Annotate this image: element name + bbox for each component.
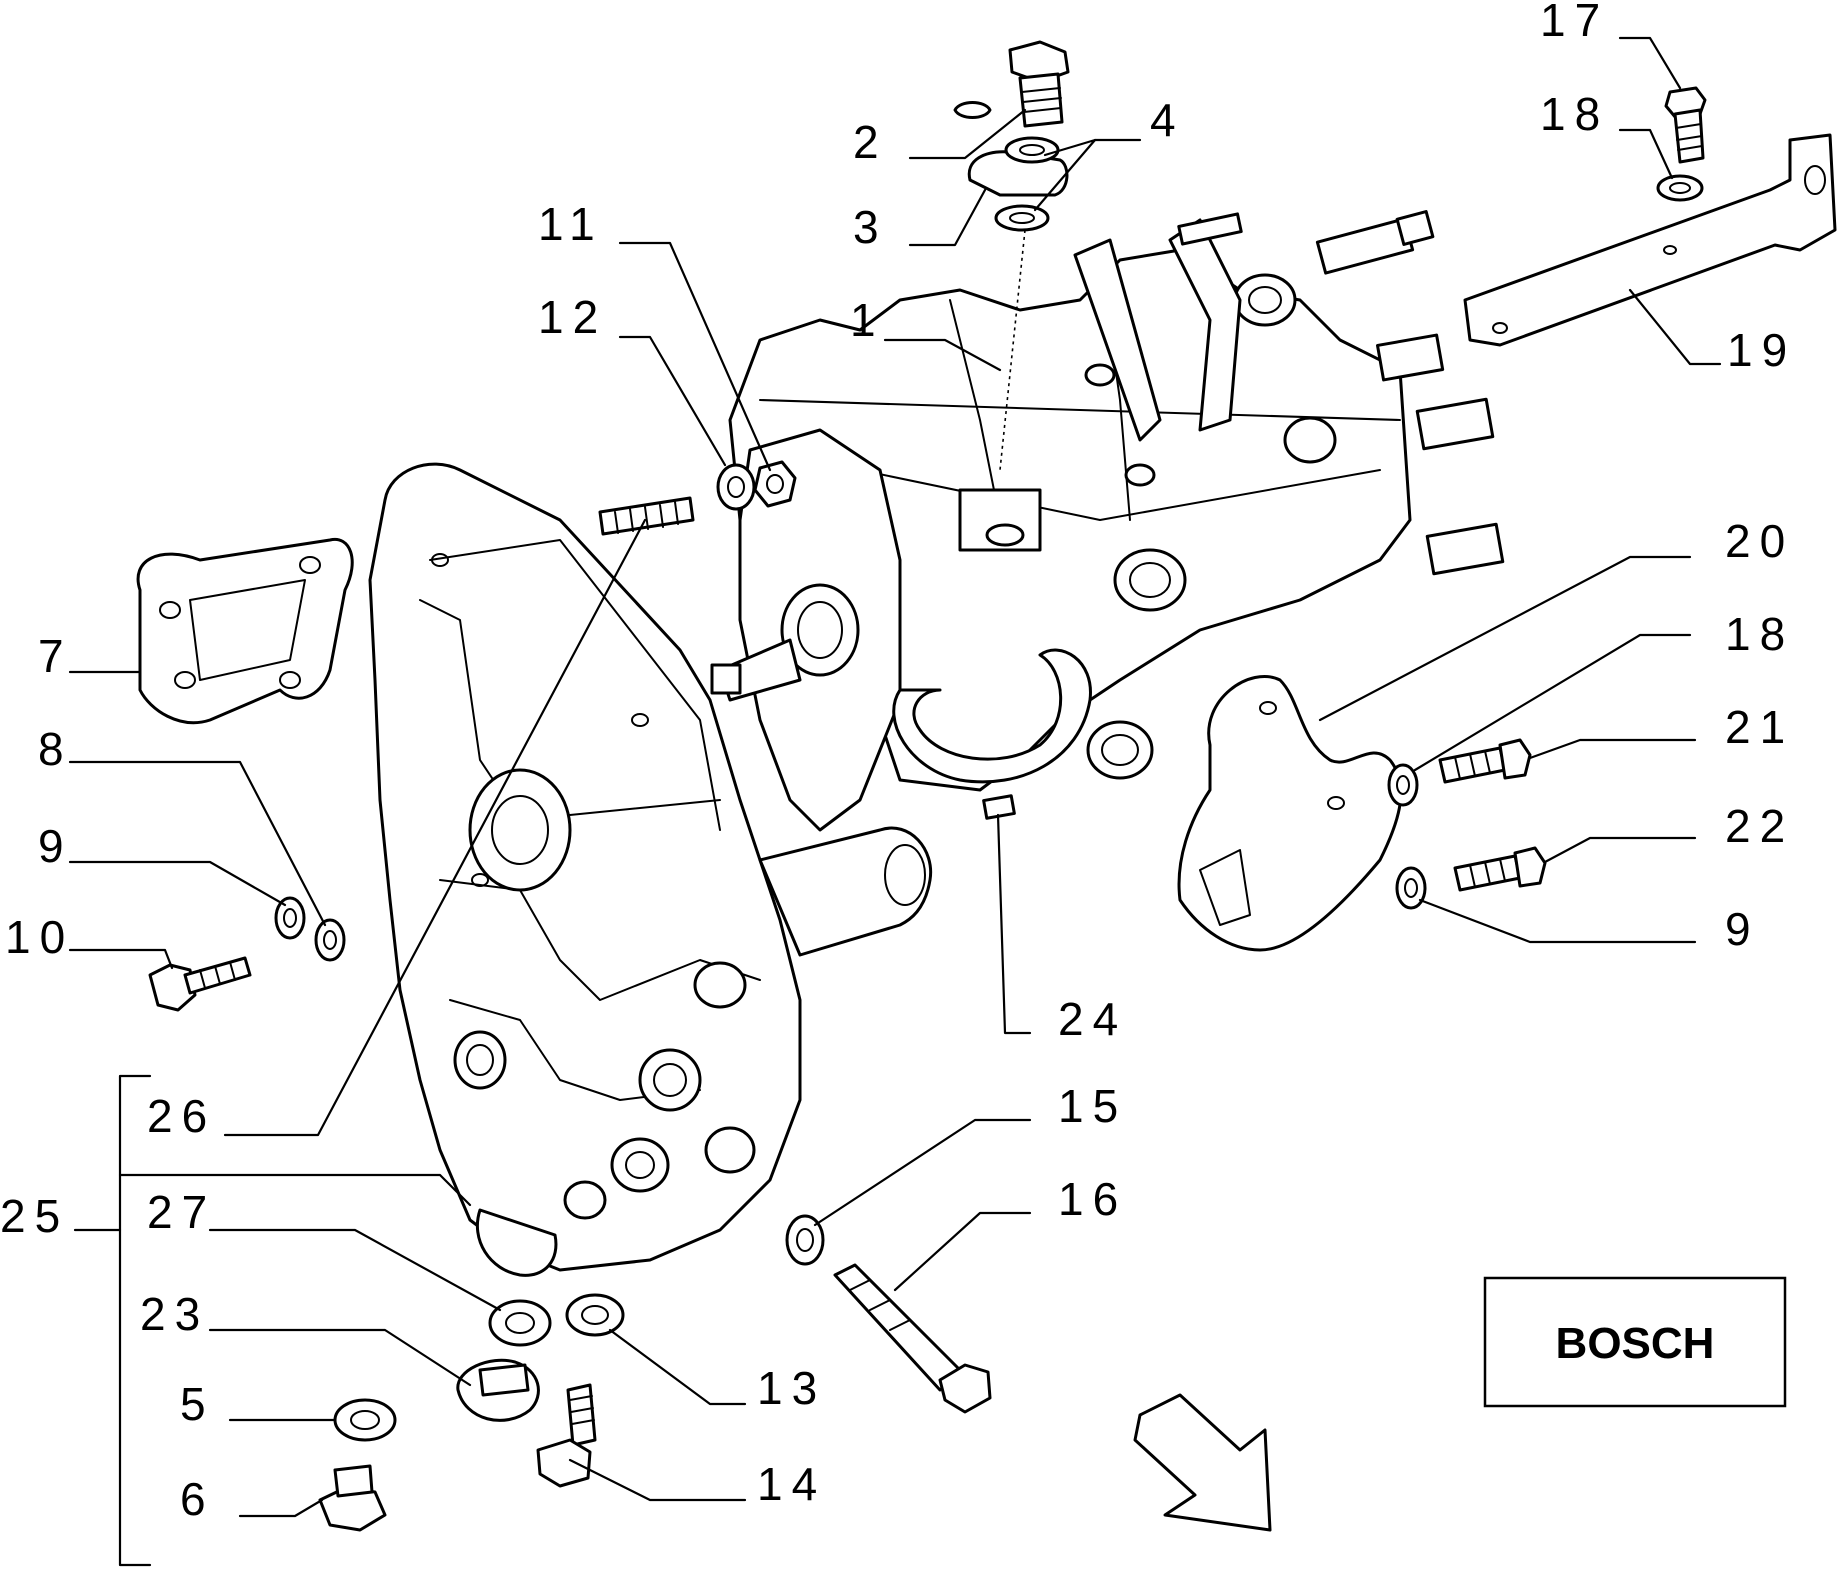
support-bracket <box>1463 133 1837 347</box>
callout-15: 15 <box>1058 1080 1127 1132</box>
callout-7: 7 <box>38 630 73 682</box>
plugs-and-bolts-lower <box>318 1358 597 1532</box>
callout-18-top: 18 <box>1540 88 1609 140</box>
callout-8: 8 <box>38 723 73 775</box>
bolts-with-washers-right <box>1387 738 1547 910</box>
callout-26: 26 <box>147 1090 216 1142</box>
callout-10: 10 <box>5 911 74 963</box>
long-bolt-with-washer <box>785 1214 992 1414</box>
callout-6: 6 <box>180 1473 215 1525</box>
callout-18-right: 18 <box>1725 608 1794 660</box>
leader-lines <box>68 36 1722 1567</box>
gasket <box>136 537 354 725</box>
callout-23: 23 <box>140 1288 209 1340</box>
callout-13: 13 <box>757 1362 826 1414</box>
callout-14: 14 <box>757 1458 826 1510</box>
callout-3: 3 <box>853 201 888 253</box>
injection-pump-body <box>710 210 1505 832</box>
bolt-with-washers-left <box>148 896 346 1012</box>
callout-9-right: 9 <box>1725 903 1760 955</box>
nut-and-washer <box>716 460 797 511</box>
callout-16: 16 <box>1058 1173 1127 1225</box>
mounting-plate <box>1177 674 1403 952</box>
callout-24: 24 <box>1058 993 1127 1045</box>
callout-17: 17 <box>1540 0 1609 46</box>
callout-21: 21 <box>1725 701 1794 753</box>
callout-5: 5 <box>180 1378 215 1430</box>
callout-1: 1 <box>850 294 885 346</box>
direction-arrow-icon <box>1133 1393 1272 1532</box>
callout-22: 22 <box>1725 800 1794 852</box>
callout-20: 20 <box>1725 515 1794 567</box>
bolt-and-washer-upper <box>1656 86 1707 202</box>
callout-27: 27 <box>147 1186 216 1238</box>
callout-19: 19 <box>1727 324 1796 376</box>
washers-lower <box>488 1293 625 1347</box>
callout-4: 4 <box>1150 94 1185 146</box>
callout-11: 11 <box>538 198 604 250</box>
callout-2: 2 <box>853 116 888 168</box>
callout-labels: 1 2 3 4 11 12 17 18 19 20 18 21 22 9 24 … <box>0 0 1796 1525</box>
brand-label: BOSCH <box>1556 1319 1715 1368</box>
callout-9-left: 9 <box>38 820 73 872</box>
callout-12: 12 <box>538 291 607 343</box>
banjo-bolt <box>953 40 1070 197</box>
brand-box: BOSCH <box>1483 1276 1787 1408</box>
front-cover-housing <box>368 462 933 1277</box>
callout-25: 25 <box>0 1190 69 1242</box>
